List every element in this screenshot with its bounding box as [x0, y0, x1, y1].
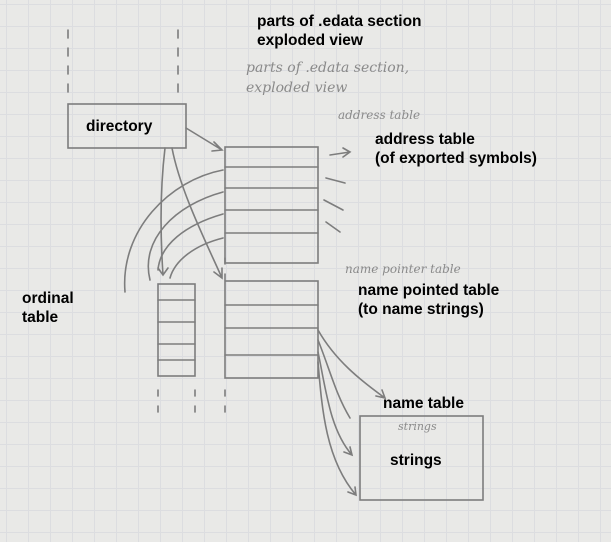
- address-table-label: address table (of exported symbols): [375, 130, 537, 168]
- address-table-box: [224, 146, 319, 264]
- name-pointer-table-title: name pointed table: [358, 282, 500, 299]
- directory-box: [67, 103, 187, 149]
- handwritten-name-pointer-label: name pointer table: [345, 262, 461, 276]
- strings-label: strings: [390, 452, 442, 469]
- ordinal-table-title-2: table: [22, 309, 59, 326]
- address-table-subtitle: (of exported symbols): [375, 150, 537, 167]
- name-table-box: [359, 415, 484, 501]
- arrows: [123, 127, 387, 497]
- handwritten-strings-label: strings: [398, 420, 437, 433]
- ordinal-table-title: ordinal: [22, 290, 74, 307]
- name-table-label: name table: [383, 395, 464, 412]
- handwritten-title: parts of .edata section, exploded view: [246, 58, 409, 98]
- name-pointer-table-subtitle: (to name strings): [358, 301, 484, 318]
- directory-guides: [67, 29, 179, 101]
- title-line-1: parts of .edata section: [257, 13, 422, 30]
- ordinal-table-label: ordinal table: [22, 289, 74, 327]
- address-table-title: address table: [375, 131, 475, 148]
- handwritten-address-label: address table: [338, 108, 421, 122]
- name-pointer-table-label: name pointed table (to name strings): [358, 281, 499, 319]
- directory-label: directory: [86, 118, 153, 135]
- name-pointer-table-box: [224, 280, 319, 379]
- handwritten-title-line-1: parts of .edata section,: [246, 60, 410, 76]
- title-line-2: exploded view: [257, 32, 363, 49]
- section-guides: [157, 257, 226, 419]
- ordinal-table-box: [157, 283, 196, 377]
- diagram-title: parts of .edata section exploded view: [257, 12, 422, 50]
- handwritten-title-line-2: exploded view: [246, 80, 348, 96]
